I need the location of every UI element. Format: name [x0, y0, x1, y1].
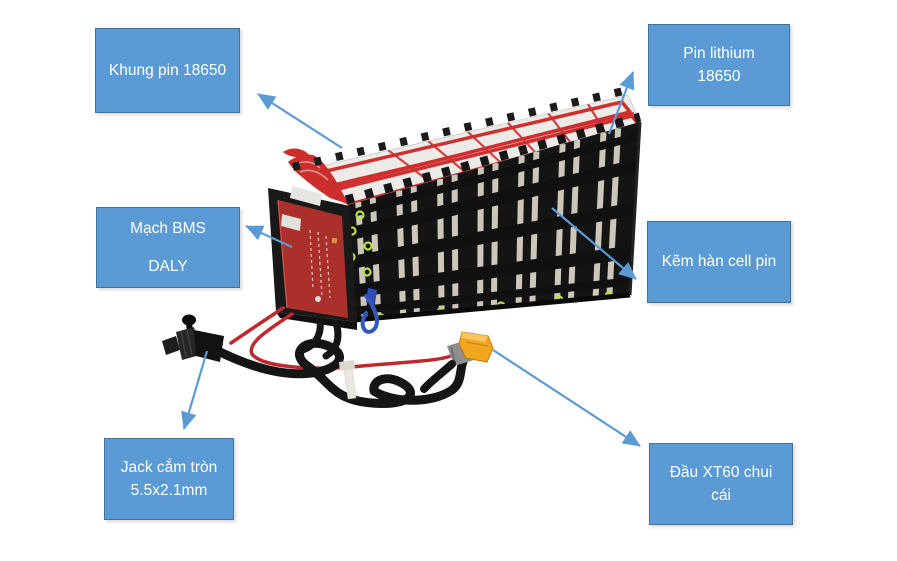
label-line: Jack cắm tròn [120, 458, 218, 476]
label-line: Pin lithium [683, 44, 755, 62]
xt60-connector [420, 331, 494, 393]
arrow-khung-pin-18650 [257, 93, 343, 149]
label-pin-lithium-18650: Pin lithium 18650 [648, 24, 790, 106]
arrow-kem-han-cell-pin [551, 207, 637, 280]
callout-arrows [181, 71, 641, 447]
round-jack [162, 314, 224, 362]
label-line: Mạch BMS [130, 220, 206, 238]
label-line: Khung pin 18650 [108, 61, 227, 79]
label-line: Kẽm hàn cell pin [661, 253, 777, 271]
label-mach-bms-daly: Mạch BMS DALY [96, 207, 240, 288]
blue-wire [360, 288, 379, 334]
zip-tie [339, 360, 357, 400]
arrow-mach-bms-daly [245, 224, 293, 249]
label-line: cái [711, 487, 731, 504]
label-dau-xt60-chui-cai: Đầu XT60 chui cái [649, 443, 793, 525]
label-kem-han-cell-pin: Kẽm hàn cell pin [647, 221, 791, 303]
label-khung-pin-18650: Khung pin 18650 [95, 28, 240, 113]
battery-frame [344, 112, 642, 323]
label-line: DALY [148, 257, 188, 275]
battery-pack [268, 86, 642, 330]
wire-harness [162, 288, 494, 408]
lithium-cells-top [283, 86, 641, 206]
bms-board [268, 186, 357, 330]
arrow-dau-xt60 [492, 349, 641, 447]
label-line: 18650 [697, 68, 741, 85]
arrow-pin-lithium-18650 [607, 71, 635, 135]
arrow-jack-cam-tron [181, 350, 209, 430]
label-jack-cam-tron: Jack cắm tròn 5.5x2.1mm [104, 438, 234, 520]
label-line: 5.5x2.1mm [130, 482, 208, 499]
label-line: Đầu XT60 chui [669, 463, 773, 481]
nickel-welding-strips [348, 128, 640, 320]
